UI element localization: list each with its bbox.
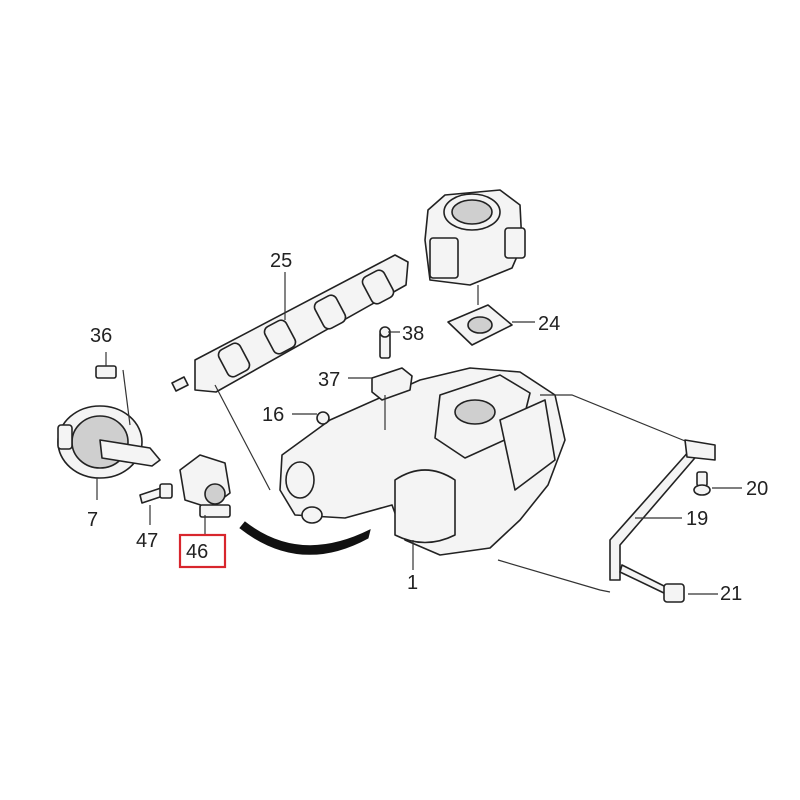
bracket-outline: [540, 394, 696, 446]
label-7: 7: [87, 509, 98, 531]
label-21: 21: [720, 583, 742, 605]
part-36-bolt: [95, 365, 117, 379]
label-47: 47: [136, 530, 158, 552]
highlight-box-46: [178, 533, 227, 569]
label-1: 1: [407, 572, 418, 594]
leader-36b: [122, 369, 131, 426]
assembly-arrow: [239, 521, 371, 555]
throttle-body: [424, 189, 526, 286]
part-24-throttle-gasket: [447, 304, 513, 346]
label-16: 16: [262, 404, 284, 426]
label-20: 20: [746, 478, 768, 500]
leader-25b: [214, 384, 271, 491]
label-37: 37: [318, 369, 340, 391]
label-38: 38: [402, 323, 424, 345]
part-7-actuator: [57, 405, 161, 479]
part-46-valve: [179, 454, 231, 518]
part-25-manifold-gasket: [171, 254, 409, 393]
label-25: 25: [270, 250, 292, 272]
label-24: 24: [538, 313, 560, 335]
part-19-bracket: [609, 439, 716, 581]
part-37-clip: [371, 367, 413, 401]
part-38-bolt: [379, 326, 391, 359]
part-21-bolt: [619, 564, 685, 603]
part-1-intake-manifold: [279, 367, 566, 556]
part-47-bolt: [139, 483, 173, 504]
bracket-outline-b: [497, 559, 611, 593]
part-20-bolt: [693, 471, 711, 496]
label-19: 19: [686, 508, 708, 530]
label-46: 46: [186, 541, 208, 563]
part-16-nut: [316, 411, 330, 425]
label-36: 36: [90, 325, 112, 347]
